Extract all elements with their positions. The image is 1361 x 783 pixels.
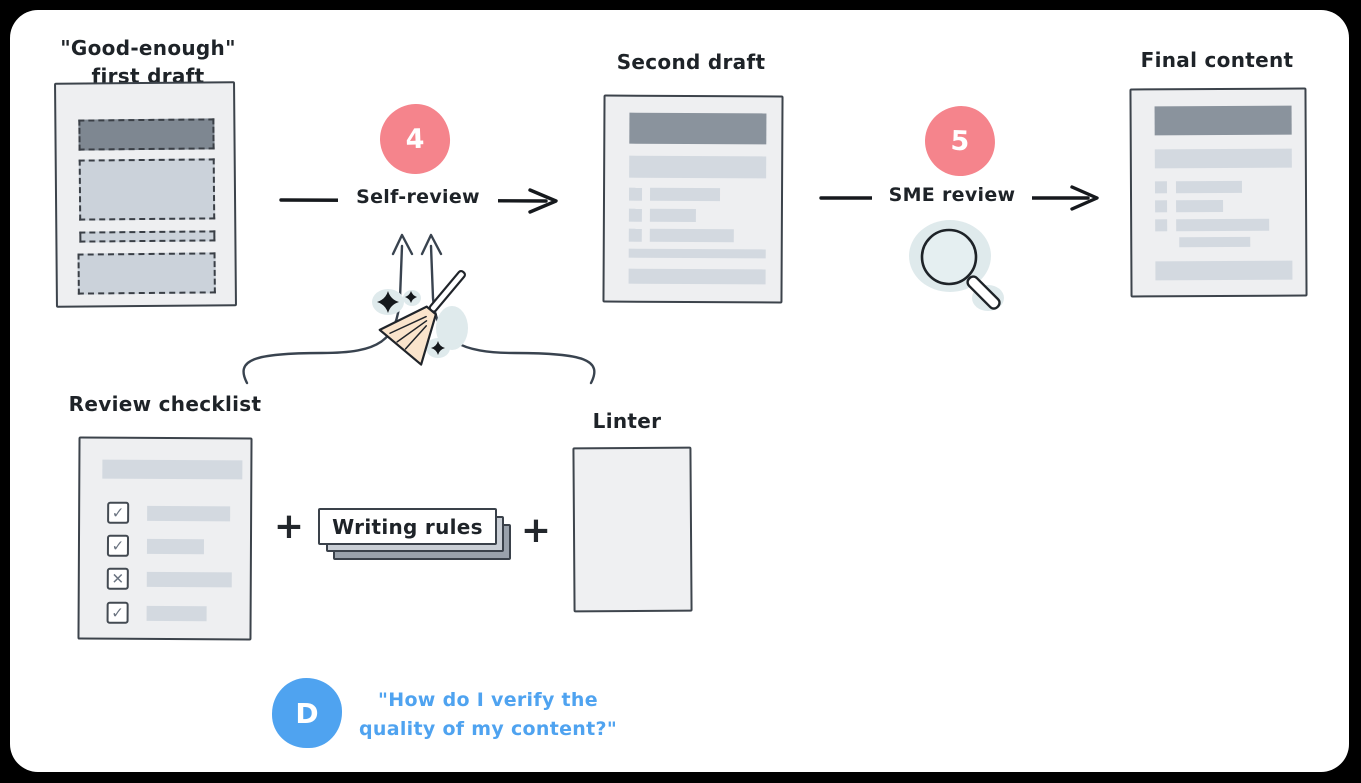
checkbox-mark: ✓ [111,603,124,622]
checklist-item-bar [146,538,204,554]
second-draft-document [602,94,784,304]
second-draft-title: Second draft [616,50,766,74]
doc-block [102,459,243,480]
doc-block [1179,236,1251,248]
checklist-item-bar [147,505,231,521]
step-5-number: 5 [950,125,970,157]
doc-bullet [1155,219,1168,232]
first-draft-title-line1: "Good-enough" [60,36,236,60]
doc-block [78,158,216,221]
doc-bullet [1154,181,1168,194]
linter-title: Linter [592,409,662,433]
checklist-row: ✓ [106,534,204,558]
self-review-label: Self-review [338,186,498,208]
doc-bullet [628,187,643,201]
doc-block [1176,199,1224,213]
doc-block [1154,148,1292,169]
checkbox-crossed: ✕ [106,567,129,590]
checklist-row: ✓ [106,601,207,625]
persona-badge: D [272,678,342,748]
doc-block [649,187,721,202]
doc-block [1176,218,1270,232]
checklist-item-bar [146,571,232,587]
persona-quote-line1: "How do I verify the [378,689,598,711]
doc-bullet [628,228,642,242]
review-checklist-title: Review checklist [68,392,262,416]
persona-initial: D [295,696,319,730]
doc-block [628,248,766,259]
checklist-row: ✓ [107,501,231,525]
sme-review-label: SME review [872,184,1032,206]
checkbox-checked: ✓ [106,601,129,624]
doc-block [1155,260,1293,281]
doc-bullet [628,208,642,222]
checklist-row: ✕ [106,567,232,591]
checkbox-mark: ✓ [111,536,125,555]
checkbox-checked: ✓ [106,534,130,557]
doc-block [1154,105,1292,136]
doc-block [79,230,216,243]
review-checklist-document: ✓ ✓ ✕ ✓ [77,436,253,641]
doc-block [649,228,734,243]
doc-block [628,268,766,285]
first-draft-document [54,81,237,308]
checkbox-mark: ✕ [111,569,125,588]
persona-quote-line2: quality of my content?" [358,718,618,740]
final-content-title: Final content [1140,48,1294,72]
doc-block [629,155,767,179]
doc-block [77,252,216,295]
plus-operator-right: + [520,510,552,551]
linter-box [572,446,693,613]
doc-block [649,208,696,223]
doc-block [1175,180,1243,194]
persona-quote: "How do I verify the quality of my conte… [352,686,624,744]
checkbox-checked: ✓ [107,501,130,524]
writing-rules-label: Writing rules [332,514,483,539]
doc-block [629,112,767,145]
step-4-number: 4 [405,123,425,155]
plus-operator-left: + [273,506,305,547]
checklist-item-bar [146,605,207,621]
final-content-document [1129,87,1308,298]
writing-rules-card: Writing rules [318,508,497,545]
doc-bullet [1155,200,1168,213]
checkbox-mark: ✓ [111,503,125,522]
doc-block [78,118,215,151]
